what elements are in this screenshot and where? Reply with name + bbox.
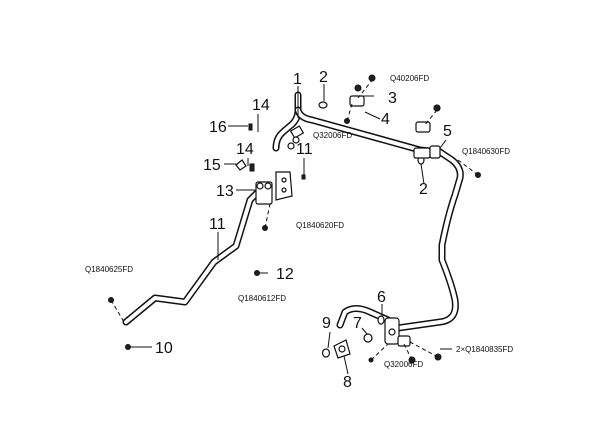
label-11-left: 11 — [209, 216, 226, 233]
part-clip-15 — [235, 159, 247, 171]
label-4: 4 — [381, 111, 390, 128]
label-2-top: 2 — [319, 69, 328, 86]
label-1: 1 — [293, 71, 302, 88]
part-connector-8 — [333, 339, 351, 359]
label-11-top: 11 — [296, 141, 313, 158]
label-6: 6 — [377, 289, 386, 306]
dashed-guide-lines — [110, 78, 479, 361]
part-number-labels: 1 2 3 4 5 2 14 16 14 15 11 13 11 12 10 6… — [155, 69, 452, 391]
part-bolt-10 — [125, 344, 131, 350]
label-13: 13 — [216, 183, 234, 200]
label-8: 8 — [343, 374, 352, 391]
label-14-top: 14 — [252, 97, 270, 114]
label-10: 10 — [155, 340, 173, 357]
label-16: 16 — [209, 119, 227, 136]
part-ring-9 — [321, 348, 331, 358]
label-5: 5 — [443, 123, 452, 140]
pipe-assembly-5 — [336, 148, 464, 332]
part-clip-14 — [248, 123, 255, 172]
leader-lines — [130, 84, 452, 375]
code-q1840625fd: Q1840625FD — [85, 265, 133, 274]
part-o-ring-6 — [377, 315, 385, 325]
fastener-code-labels: Q40206FD Q32006FD Q1840630FD Q1840620FD … — [85, 74, 513, 369]
part-fitting-lower — [384, 317, 411, 347]
code-q1840612fd: Q1840612FD — [238, 294, 286, 303]
part-fitting-upper — [287, 125, 305, 150]
label-15: 15 — [203, 157, 221, 174]
part-seal-7 — [363, 333, 373, 343]
part-bracket-13 — [255, 171, 293, 205]
label-3: 3 — [388, 90, 397, 107]
part-valve-3 — [349, 84, 365, 107]
label-9: 9 — [322, 315, 331, 332]
code-q40206fd: Q40206FD — [390, 74, 429, 83]
label-7: 7 — [353, 315, 362, 332]
label-14-mid: 14 — [236, 141, 254, 158]
code-q1840630fd: Q1840630FD — [462, 147, 510, 156]
label-2-bottom: 2 — [419, 181, 428, 198]
part-connector-5 — [413, 145, 441, 159]
code-q1840620fd: Q1840620FD — [296, 221, 344, 230]
label-12: 12 — [276, 266, 294, 283]
code-q32006fd-lower: Q32006FD — [384, 360, 423, 369]
code-2x-q1840835fd: 2×Q1840835FD — [456, 345, 513, 354]
code-q32006fd-upper: Q32006FD — [313, 131, 352, 140]
pipe-assembly-11 — [122, 188, 262, 326]
